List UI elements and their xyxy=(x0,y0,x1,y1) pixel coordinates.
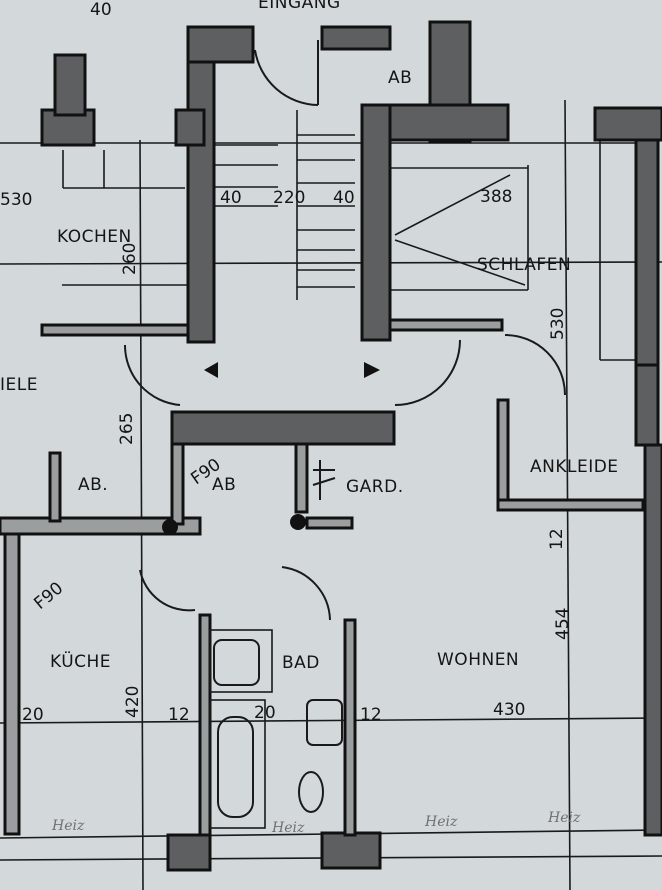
dim-right-530: 530 xyxy=(548,308,568,340)
label-kochen: KOCHEN xyxy=(57,227,132,247)
room-labels: EINGANG AB KOCHEN SCHLAFEN IELE AB. AB G… xyxy=(0,0,619,673)
doors xyxy=(123,40,566,621)
dim-left-530: 530 xyxy=(0,190,32,210)
note-heiz: Heiz xyxy=(547,810,581,826)
dimension-labels: 40 530 260 40 220 40 388 530 265 F90 12 … xyxy=(0,0,573,725)
dim-stair-220: 220 xyxy=(273,188,305,208)
arrow-right-icon xyxy=(364,362,380,378)
dim-left-20: 20 xyxy=(22,705,44,725)
dimension-lines xyxy=(0,99,662,890)
label-garderobe: GARD. xyxy=(346,477,404,497)
dim-bad-12b: 12 xyxy=(360,705,382,725)
label-eingang: EINGANG xyxy=(258,0,341,13)
label-storage-center: AB xyxy=(212,475,236,495)
dim-bad-12a: 12 xyxy=(168,705,190,725)
label-diele: IELE xyxy=(0,375,38,395)
dim-schlafen-388: 388 xyxy=(480,187,512,207)
dim-bad-20: 20 xyxy=(254,703,276,723)
note-heiz: Heiz xyxy=(51,818,85,834)
note-heiz: Heiz xyxy=(271,820,305,836)
label-storage-top: AB xyxy=(388,68,412,88)
label-bad: BAD xyxy=(282,653,320,673)
pencil-notes: Heiz Heiz Heiz Heiz xyxy=(51,810,581,836)
staircase xyxy=(215,110,355,300)
walls xyxy=(0,20,662,872)
dim-right-12: 12 xyxy=(547,528,567,550)
label-wohnen: WOHNEN xyxy=(437,650,519,670)
note-heiz: Heiz xyxy=(424,814,458,830)
dim-hall-265: 265 xyxy=(117,413,137,445)
label-ankleide: ANKLEIDE xyxy=(530,457,619,477)
label-storage-left: AB. xyxy=(78,475,108,495)
dim-stair-40b: 40 xyxy=(333,188,355,208)
dim-stair-40a: 40 xyxy=(220,188,242,208)
dim-wohnen-430: 430 xyxy=(493,700,525,720)
dim-top-40: 40 xyxy=(90,0,112,20)
label-kueche: KÜCHE xyxy=(50,650,111,672)
arrow-left-icon xyxy=(204,362,218,378)
dim-door-f90-kueche: F90 xyxy=(30,578,67,614)
dim-wohnen-454: 454 xyxy=(553,608,573,640)
dim-kueche-420: 420 xyxy=(123,686,143,718)
dim-kochen-260: 260 xyxy=(120,243,140,275)
label-schlafen: SCHLAFEN xyxy=(477,255,571,275)
bathroom-fixtures xyxy=(209,460,343,829)
